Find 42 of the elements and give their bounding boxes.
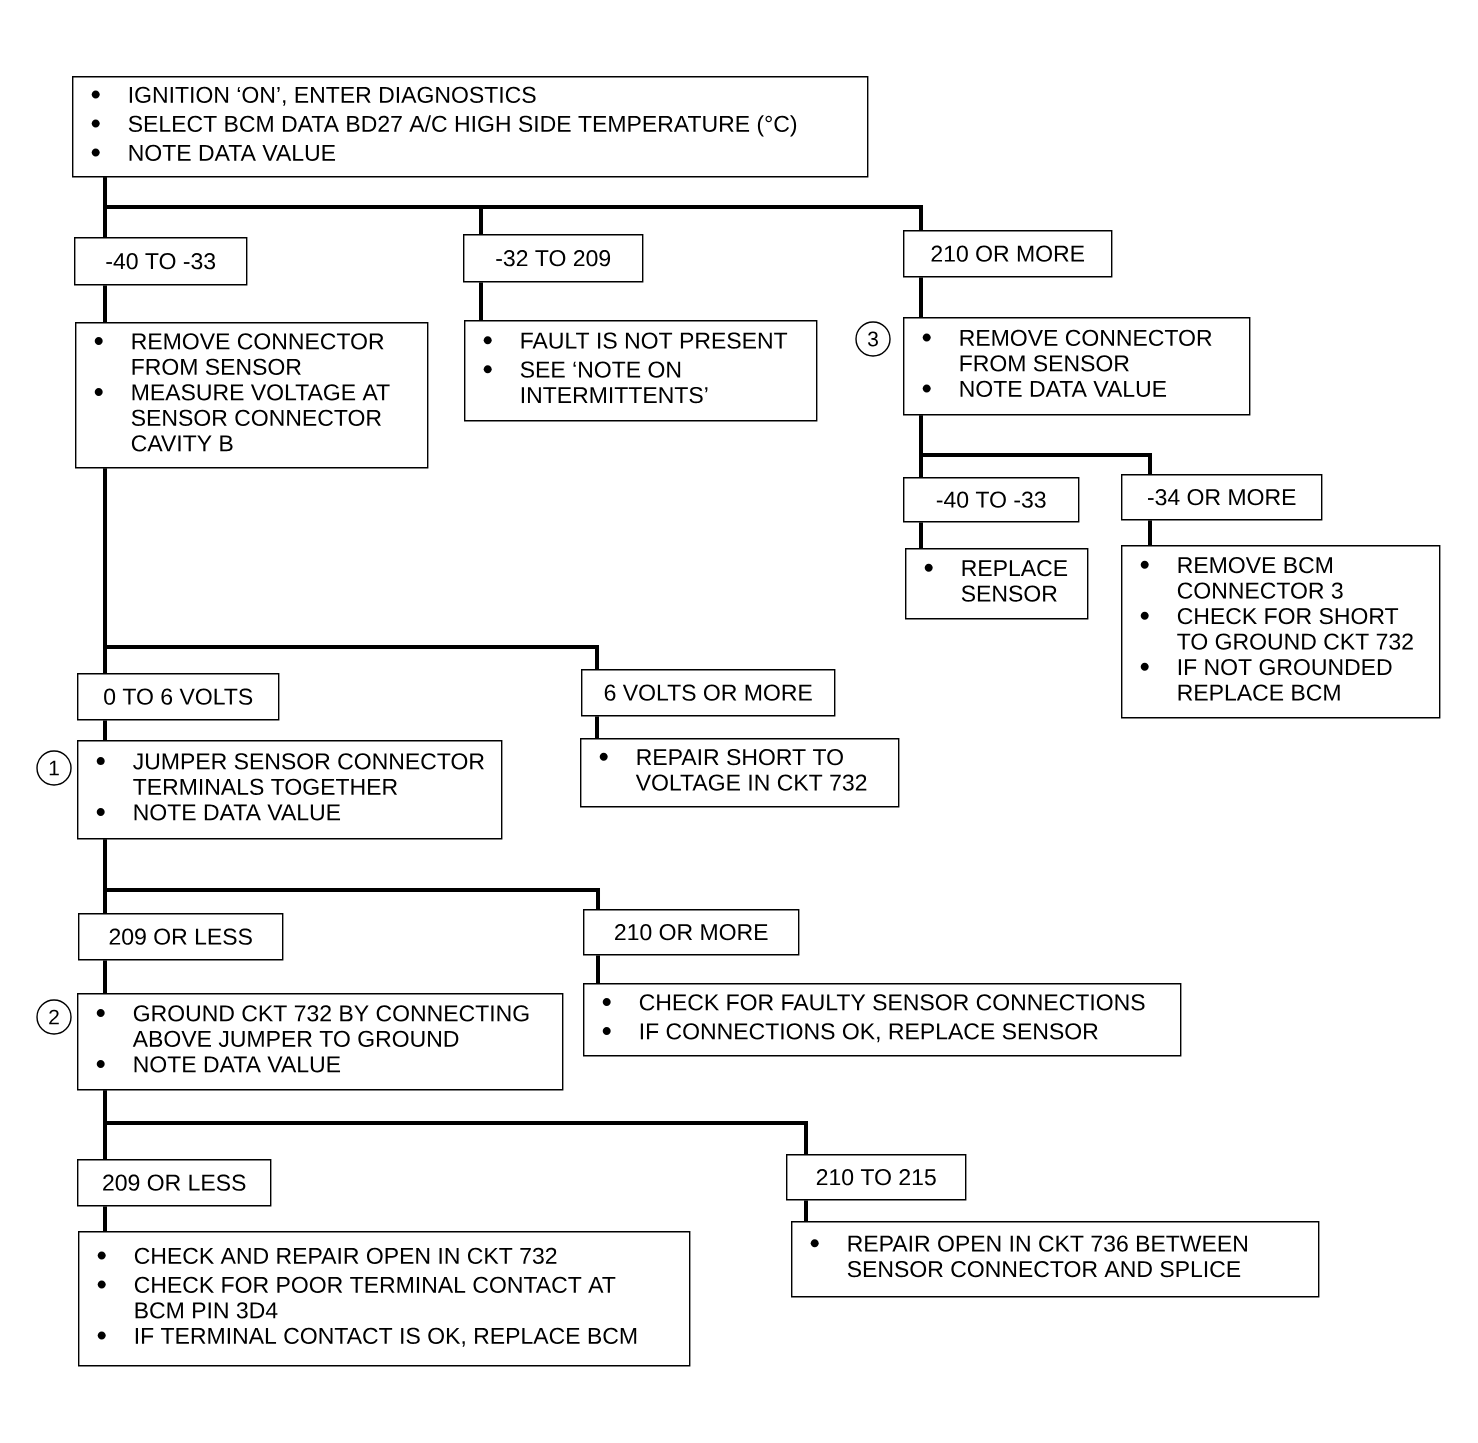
- action-box: REPAIR OPEN IN CKT 736 BETWEEN SENSOR CONNECTOR AND SPLICE: [791, 1221, 1320, 1298]
- connector-line: [595, 716, 599, 738]
- step-number: 3: [855, 321, 891, 357]
- step-number: 1: [36, 750, 72, 786]
- action-box: JUMPER SENSOR CONNECTOR TERMINALS TOGETHER NOTE DATA VALUE: [77, 740, 503, 840]
- connector-line: [919, 277, 923, 317]
- connector-line: [919, 415, 1152, 474]
- connector-line: [103, 468, 599, 669]
- connector-line: [919, 522, 923, 548]
- connector-line: [103, 285, 107, 322]
- step-number: 2: [36, 999, 72, 1035]
- connector-line: [103, 1090, 808, 1154]
- condition-box: -40 TO -33: [74, 237, 248, 286]
- action-box: FAULT IS NOT PRESENT SEE ‘NOTE ON INTERMITTENTS’: [464, 320, 818, 422]
- action-box: CHECK FOR FAULTY SENSOR CONNECTIONS IF CONNECTIONS OK, REPLACE SENSOR: [583, 983, 1182, 1057]
- connector-line: [804, 1200, 808, 1221]
- condition-box: 209 OR LESS: [77, 1159, 272, 1207]
- connector-line: [103, 720, 107, 740]
- condition-box: -40 TO -33: [903, 477, 1080, 523]
- connector-line: [103, 177, 923, 230]
- condition-box: -32 TO 209: [463, 234, 644, 283]
- condition-box: 210 OR MORE: [583, 909, 800, 956]
- connector-line: [479, 282, 483, 320]
- condition-box: -34 OR MORE: [1121, 474, 1323, 521]
- action-box: REMOVE BCM CONNECTOR 3 CHECK FOR SHORT TO GROUND CKT 732 IF NOT GROUNDED REPLACE BCM: [1121, 545, 1441, 719]
- connector-line: [103, 839, 600, 909]
- condition-box: 6 VOLTS OR MORE: [581, 669, 836, 717]
- condition-box: 209 OR LESS: [78, 913, 284, 961]
- condition-box: 210 TO 215: [786, 1154, 967, 1201]
- condition-box: 0 TO 6 VOLTS: [77, 673, 280, 721]
- connector-line: [596, 955, 600, 983]
- action-box: REPLACE SENSOR: [905, 548, 1089, 620]
- action-box: IGNITION ‘ON’, ENTER DIAGNOSTICS SELECT BCM DATA BD27 A/C HIGH SIDE TEMPERATURE (°C) NOTE DATA VALUE: [72, 76, 869, 178]
- action-box: CHECK AND REPAIR OPEN IN CKT 732 CHECK FOR POOR TERMINAL CONTACT AT BCM PIN 3D4 IF TERMINAL CONTACT IS OK, REPLACE BCM: [78, 1231, 691, 1367]
- action-box: REPAIR SHORT TO VOLTAGE IN CKT 732: [580, 738, 900, 808]
- action-box: GROUND CKT 732 BY CONNECTING ABOVE JUMPER TO GROUND NOTE DATA VALUE: [77, 993, 564, 1091]
- action-box: REMOVE CONNECTOR FROM SENSOR NOTE DATA VALUE: [903, 317, 1251, 416]
- connector-line: [1148, 520, 1152, 545]
- connector-line: [103, 960, 107, 993]
- connector-line: [103, 1206, 107, 1231]
- action-box: REMOVE CONNECTOR FROM SENSOR MEASURE VOLTAGE AT SENSOR CONNECTOR CAVITY B: [75, 322, 429, 469]
- condition-box: 210 OR MORE: [903, 230, 1113, 278]
